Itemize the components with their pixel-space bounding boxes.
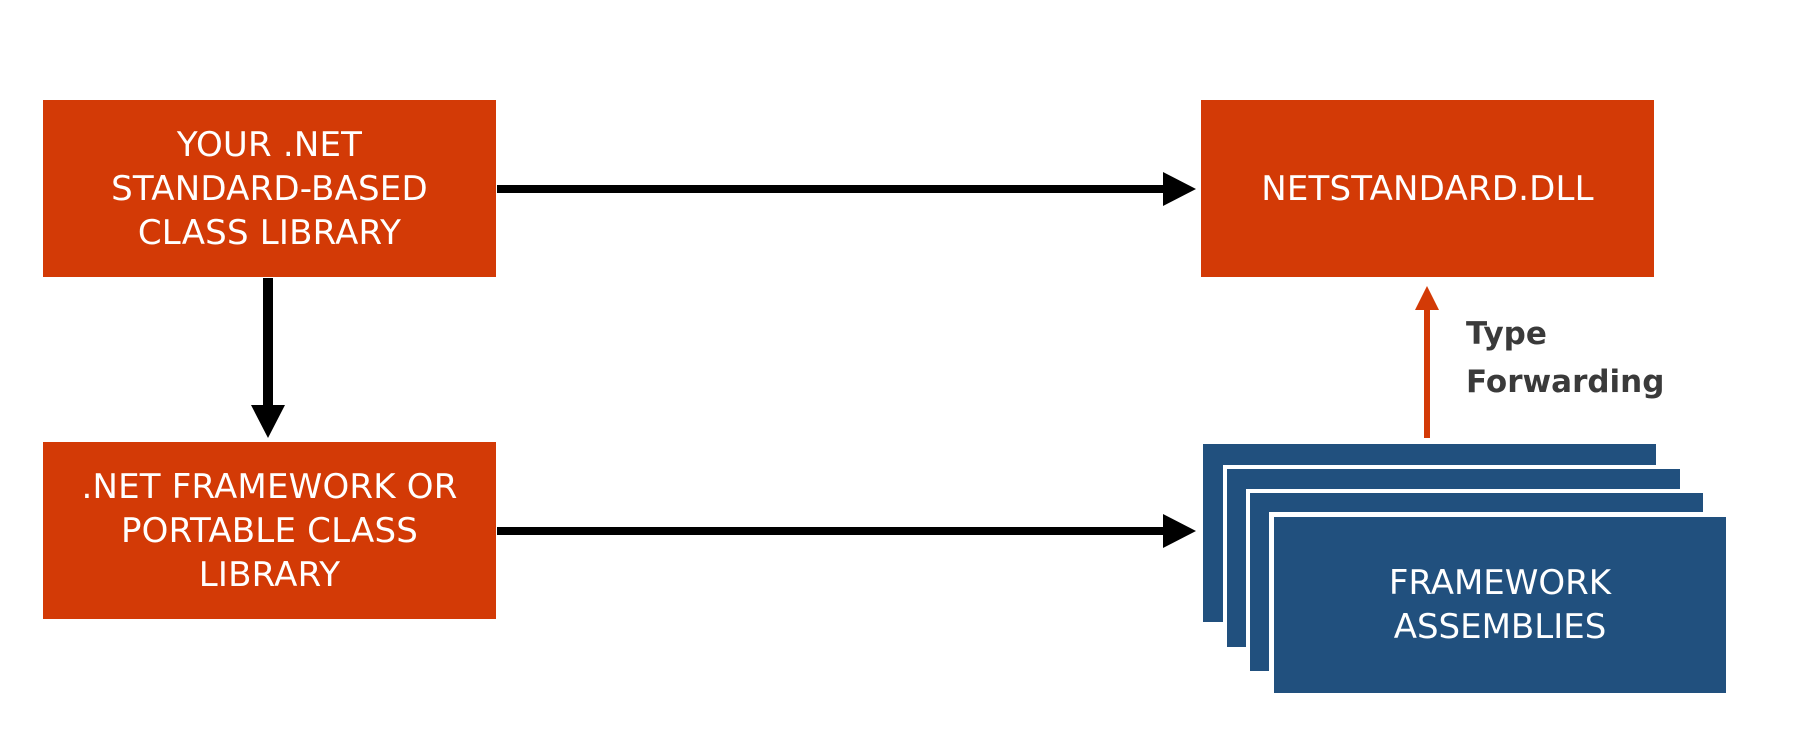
framework-pcl-line-3: LIBRARY xyxy=(198,554,341,595)
type-forwarding-label: Type Forwarding xyxy=(1466,310,1664,406)
class-library-line-3: CLASS LIBRARY xyxy=(137,212,402,253)
arrow-type-forwarding xyxy=(1415,286,1439,438)
class-library-label: YOUR .NET STANDARD-BASED CLASS LIBRARY xyxy=(111,123,428,255)
class-library-box: YOUR .NET STANDARD-BASED CLASS LIBRARY xyxy=(43,100,496,277)
class-library-line-1: YOUR .NET xyxy=(176,124,363,165)
class-library-line-2: STANDARD-BASED xyxy=(111,168,428,209)
netstandard-dll-box: NETSTANDARD.DLL xyxy=(1201,100,1654,277)
arrow-class-library-to-netstandard xyxy=(497,172,1196,206)
type-forwarding-line-1: Type xyxy=(1466,316,1547,352)
type-forwarding-line-2: Forwarding xyxy=(1466,364,1665,400)
netstandard-dll-label: NETSTANDARD.DLL xyxy=(1261,168,1594,209)
framework-pcl-box: .NET FRAMEWORK OR PORTABLE CLASS LIBRARY xyxy=(43,442,496,619)
framework-pcl-label: .NET FRAMEWORK OR PORTABLE CLASS LIBRARY xyxy=(81,465,457,597)
framework-pcl-line-1: .NET FRAMEWORK OR xyxy=(81,466,458,507)
arrow-framework-pcl-to-assemblies xyxy=(497,514,1196,548)
framework-assemblies-line-2: ASSEMBLIES xyxy=(1393,607,1607,647)
framework-assemblies-line-1: FRAMEWORK xyxy=(1388,563,1612,603)
framework-assemblies-box: FRAMEWORK ASSEMBLIES xyxy=(1269,512,1726,693)
arrow-class-library-to-framework-pcl xyxy=(251,278,285,438)
framework-assemblies-label: FRAMEWORK ASSEMBLIES xyxy=(1389,561,1611,649)
framework-pcl-line-2: PORTABLE CLASS xyxy=(120,510,419,551)
